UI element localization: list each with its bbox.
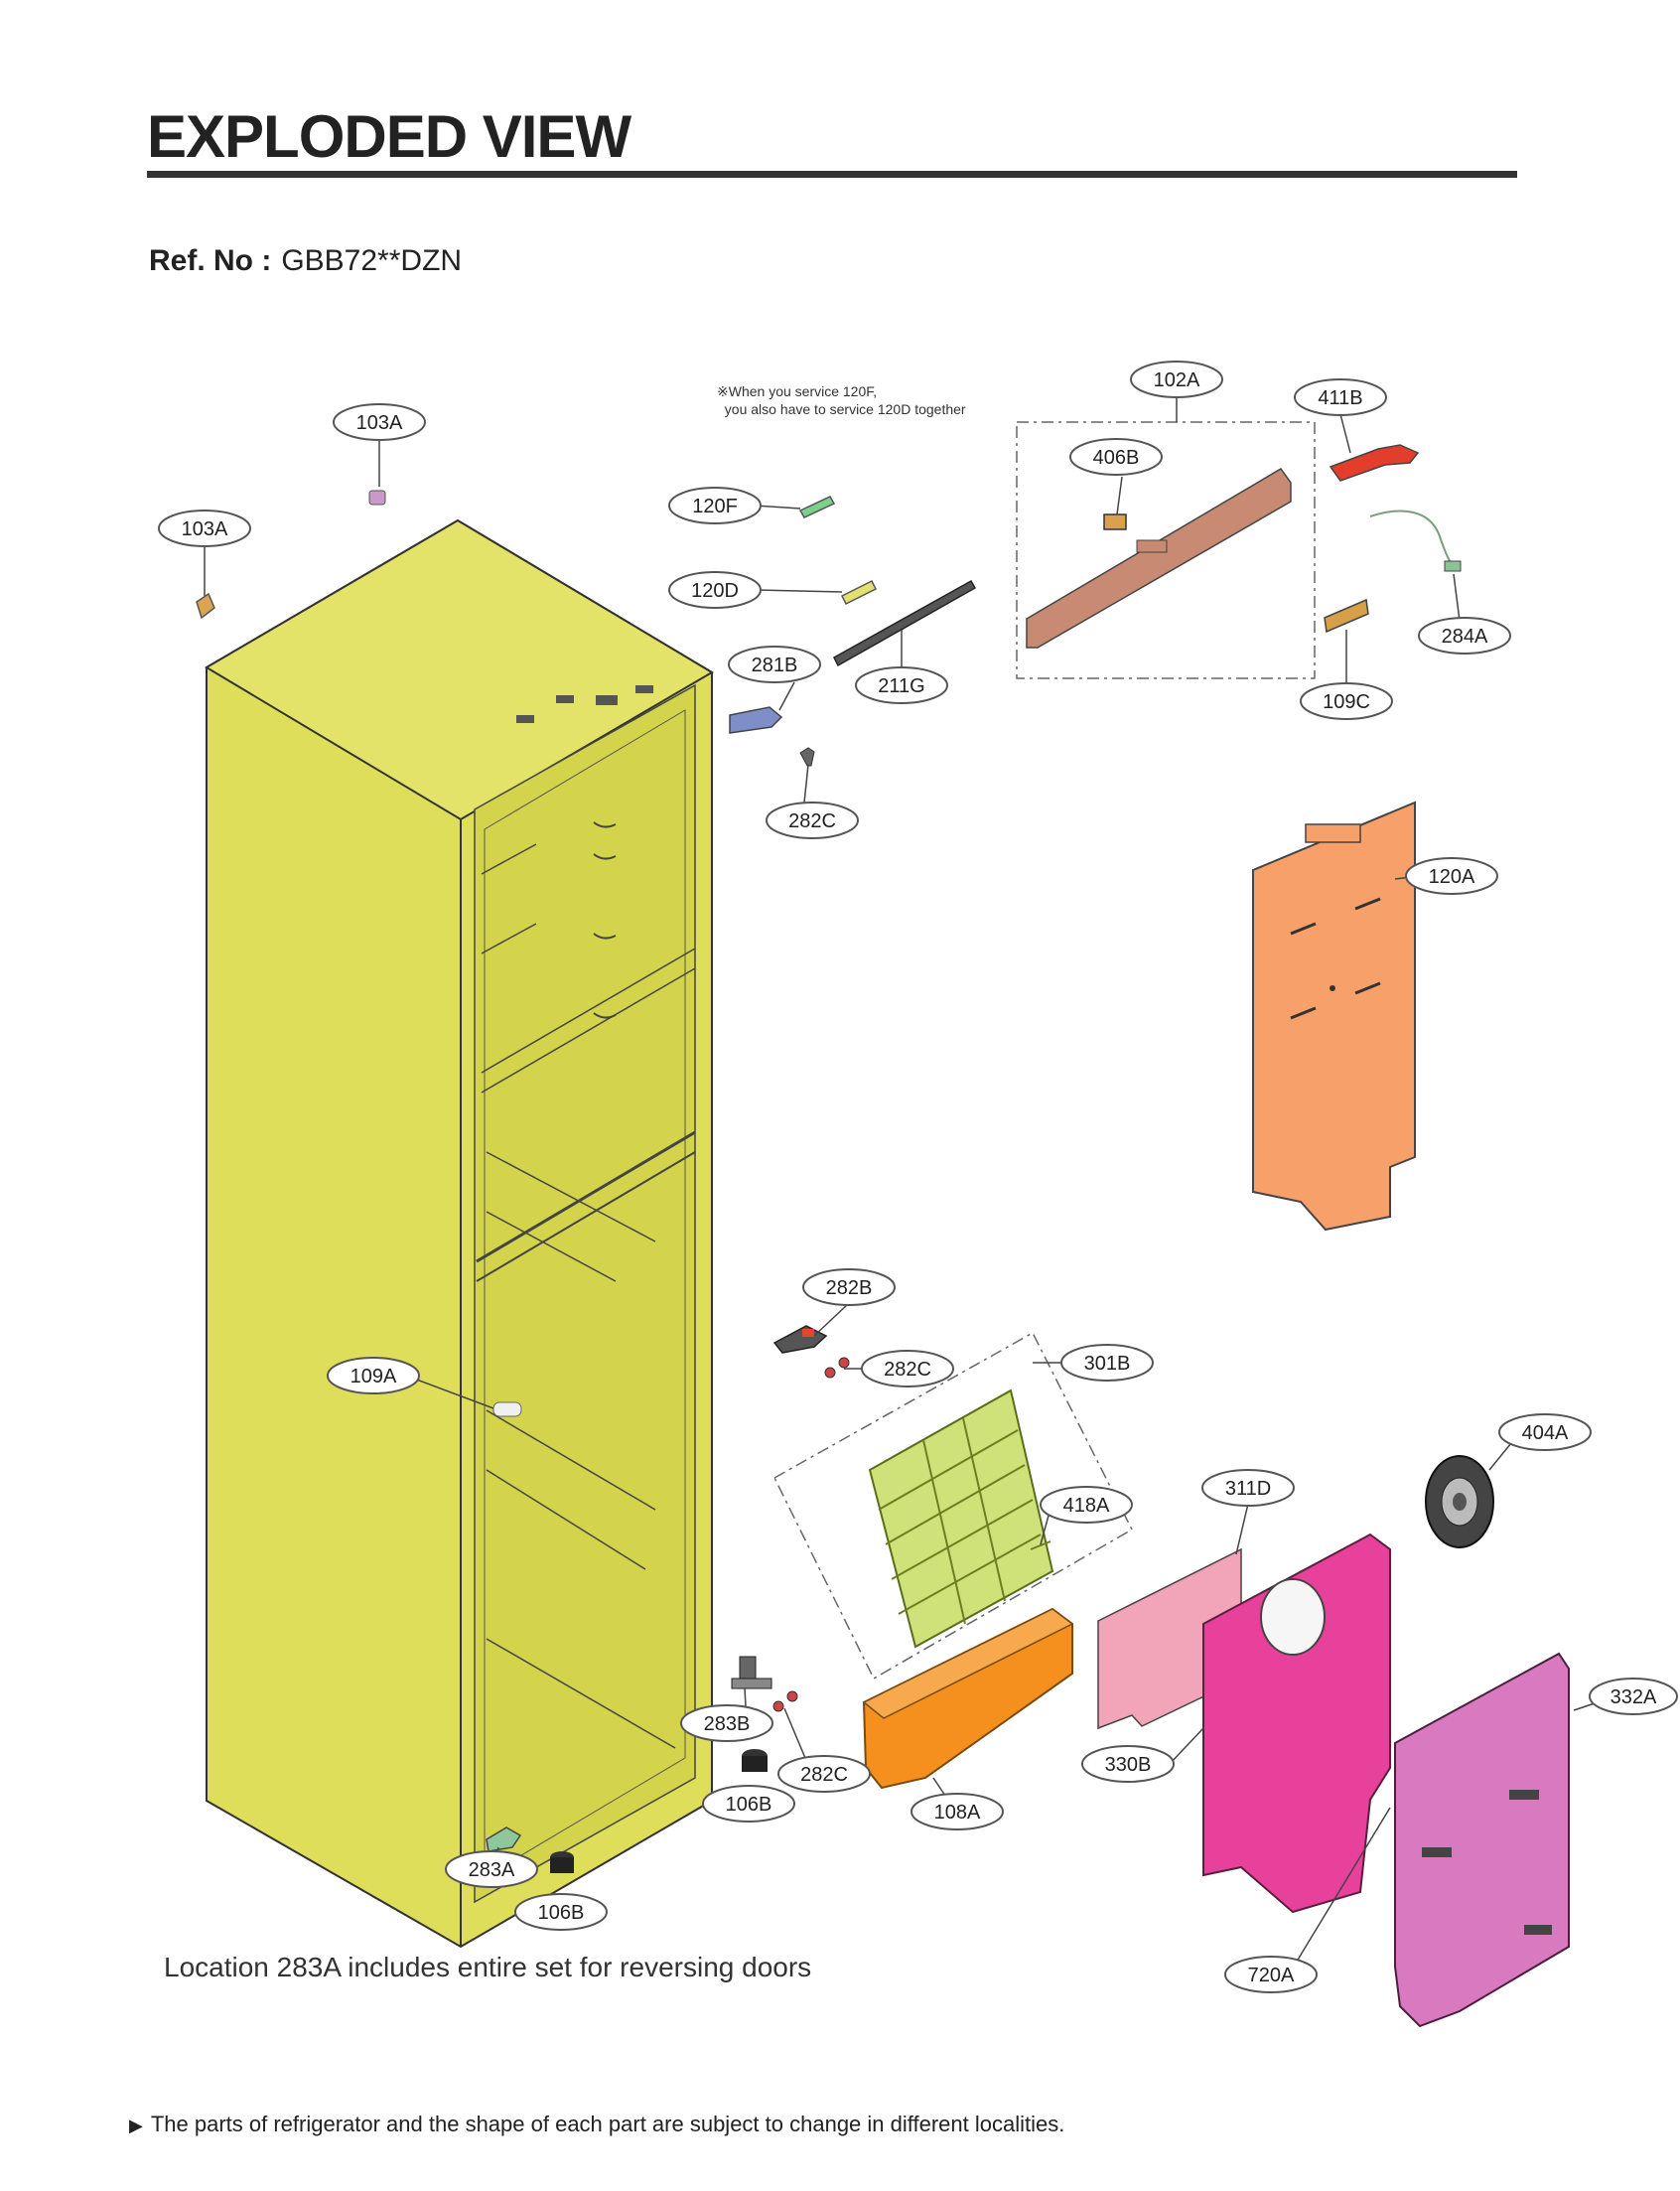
- callout-label: 120A: [1429, 866, 1475, 888]
- rail-211G: [833, 579, 977, 667]
- callout-label: 108A: [934, 1802, 981, 1824]
- callout-label: 120D: [691, 580, 739, 602]
- callout-label: 282C: [800, 1764, 848, 1786]
- callout-label: 211G: [878, 675, 924, 697]
- screws-282C-low: [772, 1690, 798, 1712]
- page-title: EXPLODED VIEW: [147, 103, 631, 170]
- callout-283B: 283B: [680, 1704, 773, 1742]
- piece-120D: [840, 579, 878, 606]
- callout-label: 411B: [1318, 387, 1362, 409]
- hinge-281B: [729, 706, 783, 734]
- sensor-109C: [1324, 598, 1369, 634]
- foot-106B-low: [550, 1851, 574, 1873]
- callout-label: 283A: [469, 1859, 515, 1881]
- callouts: 103A 103A 120F 120D 211G 281B 282C 102A …: [158, 361, 1678, 1993]
- callout-108A: 108A: [910, 1793, 1004, 1830]
- callout-102A: 102A: [1130, 361, 1223, 398]
- foot-106B-mid: [742, 1749, 768, 1772]
- callout-282B: 282B: [802, 1268, 896, 1306]
- callout-301B: 301B: [1060, 1344, 1154, 1382]
- callout-label: 406B: [1093, 447, 1140, 469]
- callout-332A: 332A: [1589, 1678, 1678, 1715]
- callout-label: 106B: [538, 1902, 585, 1924]
- callout-label: 281B: [752, 655, 798, 676]
- callout-label: 418A: [1063, 1495, 1110, 1517]
- cover-evaporator-120A: [1252, 801, 1416, 1232]
- callout-418A: 418A: [1040, 1486, 1133, 1524]
- piece-120F: [798, 496, 836, 518]
- callout-406B: 406B: [1069, 438, 1163, 476]
- callout-283A: 283A: [445, 1850, 538, 1888]
- callout-281B: 281B: [728, 646, 821, 683]
- bracket-103A-left: [196, 592, 215, 620]
- ref-label: Ref. No :: [149, 244, 272, 277]
- callout-label: 720A: [1248, 1965, 1295, 1986]
- screw-282C-top: [799, 747, 815, 767]
- callout-330B: 330B: [1081, 1745, 1175, 1783]
- callout-282C-low: 282C: [777, 1755, 871, 1793]
- sensor-109A: [492, 1401, 522, 1417]
- screws-282C-mid: [824, 1357, 850, 1379]
- callout-label: 283B: [704, 1713, 751, 1735]
- callout-103A-top: 103A: [333, 403, 426, 441]
- back-cover-332A: [1394, 1652, 1570, 2028]
- control-panel-102A: [1026, 468, 1292, 649]
- callout-120A: 120A: [1405, 857, 1498, 895]
- duct-330B: [1202, 1533, 1391, 1914]
- callout-311D: 311D: [1201, 1469, 1295, 1507]
- callout-label: 102A: [1154, 369, 1200, 391]
- pcb-406B: [1103, 513, 1127, 530]
- harness-284A: [1369, 510, 1462, 572]
- heater-holder-282B: [772, 1325, 828, 1354]
- callout-label: 109C: [1323, 691, 1370, 713]
- callout-label: 282C: [884, 1359, 931, 1381]
- location-note: Location 283A includes entire set for re…: [164, 1952, 812, 1982]
- callout-411B: 411B: [1294, 378, 1387, 416]
- footer-note: ▶ The parts of refrigerator and the shape…: [129, 2112, 1064, 2137]
- callout-211G: 211G: [855, 666, 948, 704]
- callout-282C-mid: 282C: [861, 1350, 954, 1388]
- callout-103A-left: 103A: [158, 510, 251, 547]
- footer-note-text: The parts of refrigerator and the shape …: [150, 2112, 1065, 2136]
- callout-label: 301B: [1084, 1353, 1131, 1375]
- callout-label: 120F: [692, 496, 738, 517]
- lamp-411B: [1329, 444, 1420, 482]
- callout-label: 109A: [350, 1366, 397, 1388]
- evaporator-301B: [868, 1388, 1054, 1649]
- callout-120F: 120F: [668, 487, 762, 524]
- cabinet-body: [205, 518, 714, 1949]
- callout-106B-low: 106B: [514, 1893, 608, 1931]
- callout-label: 103A: [356, 412, 403, 434]
- callout-label: 103A: [182, 518, 228, 540]
- ref-number: Ref. No : GBB72**DZN: [149, 244, 462, 278]
- callout-120D: 120D: [668, 571, 762, 609]
- callout-109A: 109A: [327, 1357, 420, 1394]
- callout-282C-top: 282C: [766, 802, 859, 839]
- triangle-bullet-icon: ▶: [129, 2116, 143, 2135]
- heater-418A: [1030, 1540, 1051, 1550]
- bracket-103A-top: [368, 490, 386, 506]
- fan-404A: [1425, 1455, 1494, 1548]
- callout-label: 311D: [1225, 1478, 1271, 1500]
- callout-label: 282C: [788, 810, 836, 832]
- callout-284A: 284A: [1418, 617, 1511, 655]
- service-note: ※When you service 120F, you also have to…: [717, 383, 966, 417]
- ref-value: GBB72**DZN: [281, 244, 463, 277]
- callout-720A: 720A: [1224, 1956, 1318, 1993]
- callout-106B-mid: 106B: [702, 1785, 795, 1823]
- title-divider: [147, 171, 1517, 178]
- callout-404A: 404A: [1498, 1413, 1592, 1451]
- callout-label: 330B: [1105, 1754, 1152, 1776]
- callout-label: 332A: [1610, 1686, 1657, 1708]
- group-box-102A: [1016, 421, 1316, 679]
- callout-109C: 109C: [1300, 682, 1393, 720]
- hinge-283A: [486, 1826, 522, 1852]
- callout-label: 106B: [726, 1794, 772, 1816]
- callout-label: 282B: [826, 1277, 873, 1299]
- drain-tray-108A: [862, 1607, 1074, 1790]
- callout-label: 404A: [1522, 1422, 1569, 1444]
- hinge-283B: [731, 1656, 772, 1689]
- callout-label: 284A: [1442, 626, 1488, 648]
